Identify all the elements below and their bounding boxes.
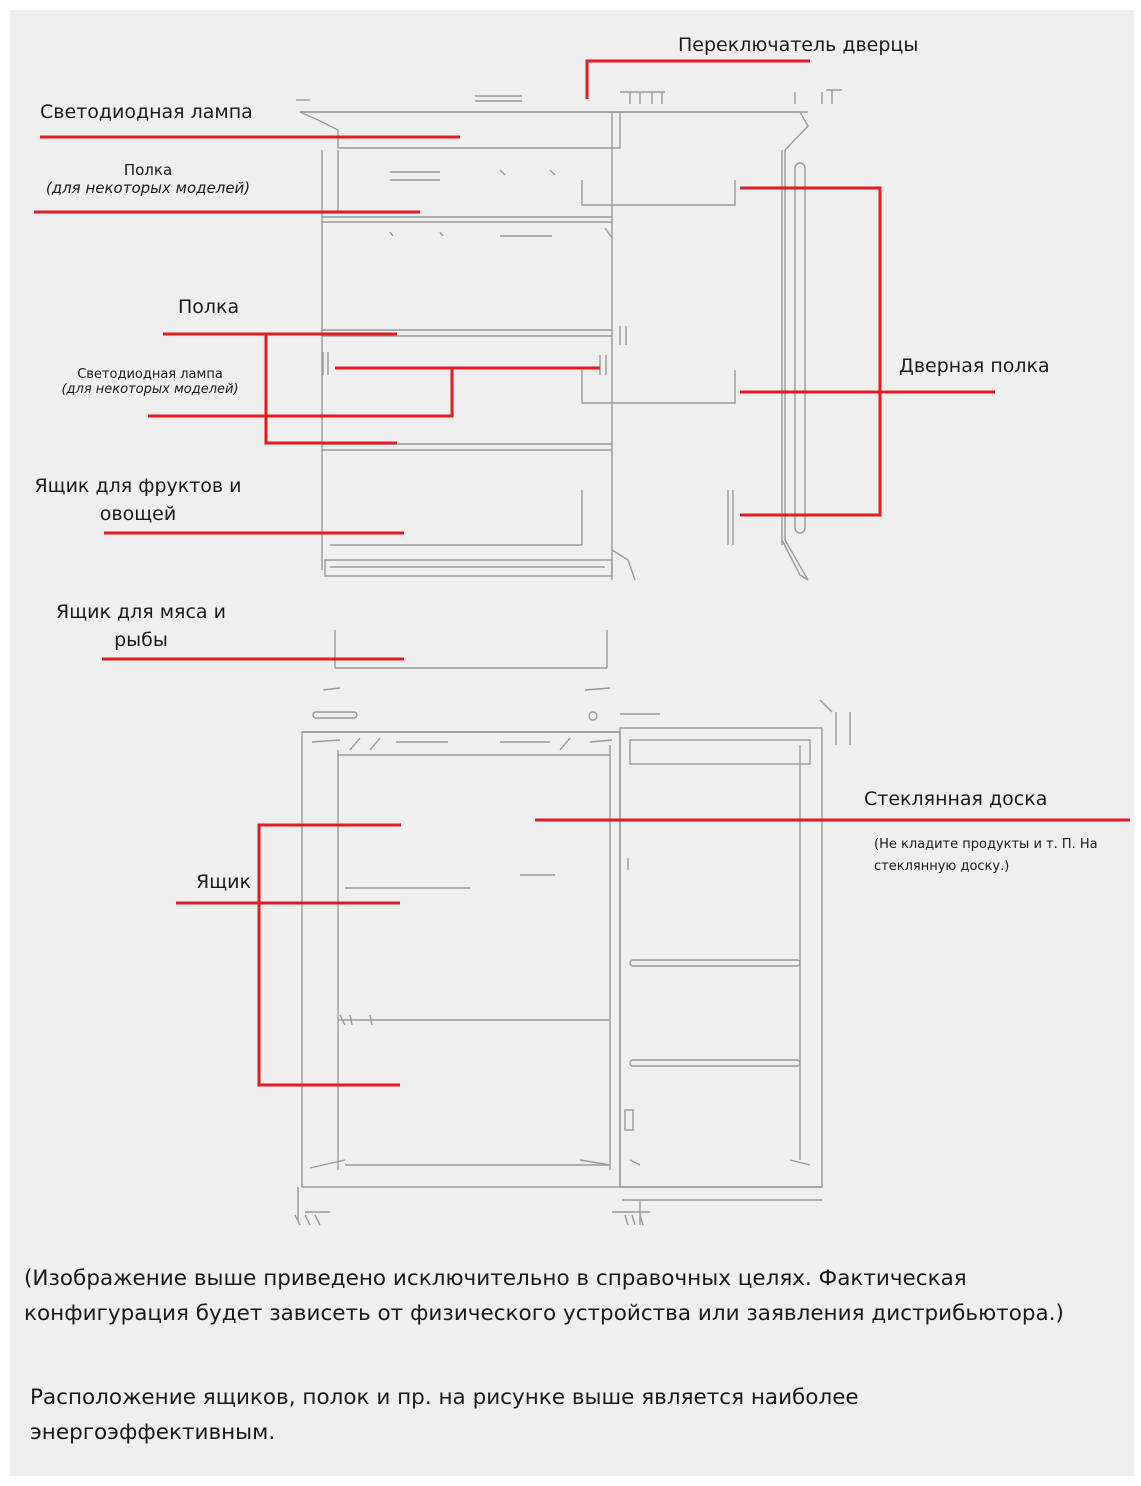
- label-led-optional-note: (для некоторых моделей): [61, 382, 239, 397]
- label-meat-fish-line2: рыбы: [114, 629, 168, 651]
- label-crisper-line2: овощей: [99, 503, 177, 525]
- label-crisper: Ящик для фруктов и овощей: [28, 472, 248, 528]
- label-drawer: Ящик: [196, 871, 251, 893]
- leader-drawer: [176, 823, 401, 1087]
- label-led-optional-title: Светодиодная лампа: [77, 367, 223, 382]
- label-glass-note: (Не кладите продукты и т. П. На стеклянн…: [874, 834, 1098, 878]
- fridge-compartment: [296, 89, 842, 581]
- freezer-compartment: [294, 630, 851, 1226]
- label-glass-board: Стеклянная доска: [864, 788, 1048, 810]
- label-shelf-optional-note: (для некоторых моделей): [45, 179, 251, 197]
- label-led-optional: Светодиодная лампа (для некоторых моделе…: [30, 367, 270, 397]
- label-glass-note-line2: стеклянную доску.): [874, 859, 1010, 874]
- leader-door-switch: [585, 59, 810, 99]
- efficiency-note: Расположение ящиков, полок и пр. на рису…: [30, 1385, 859, 1445]
- label-meat-fish-line1: Ящик для мяса и: [56, 601, 226, 623]
- label-meat-fish: Ящик для мяса и рыбы: [46, 598, 236, 654]
- label-shelf: Полка: [178, 296, 240, 318]
- leader-led-optional: [148, 366, 600, 418]
- diagram-panel: [10, 10, 1134, 1476]
- label-door-shelf: Дверная полка: [899, 355, 1050, 377]
- leader-door-shelf: [740, 186, 995, 517]
- label-shelf-optional: Полка (для некоторых моделей): [28, 161, 268, 197]
- label-shelf-optional-title: Полка: [123, 161, 173, 179]
- disclaimer-note: (Изображение выше приведено исключительн…: [24, 1266, 1064, 1326]
- leader-shelf: [163, 332, 397, 445]
- label-glass-note-line1: (Не кладите продукты и т. П. На: [874, 837, 1098, 852]
- label-led-lamp: Светодиодная лампа: [40, 101, 253, 123]
- label-crisper-line1: Ящик для фруктов и: [34, 475, 242, 497]
- label-door-switch: Переключатель дверцы: [678, 34, 919, 56]
